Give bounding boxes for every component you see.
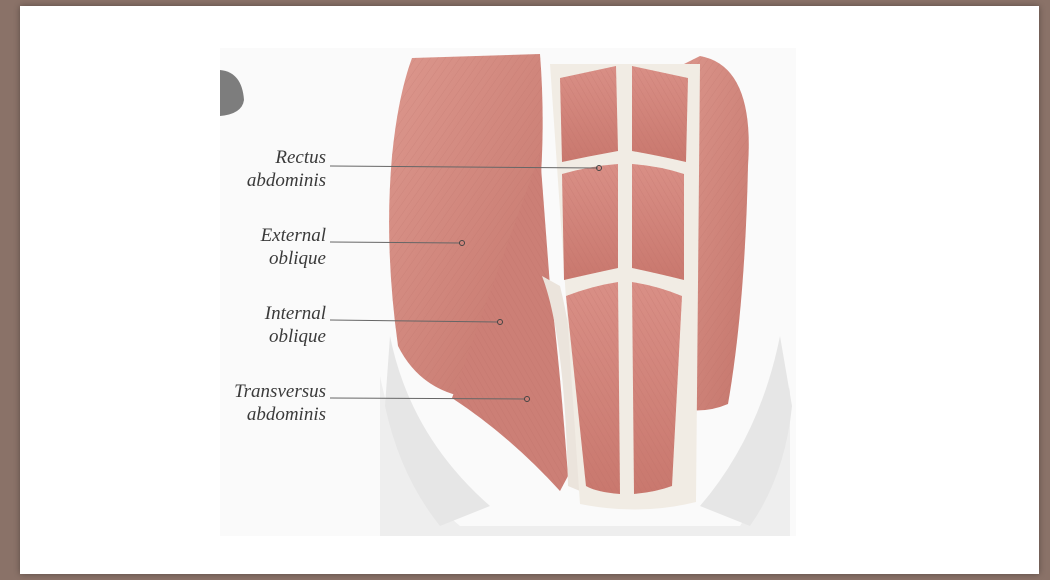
label-line-1: External	[216, 224, 326, 247]
label-line-1: Internal	[216, 302, 326, 325]
slide-panel: Rectus abdominis External oblique Intern…	[20, 6, 1039, 574]
label-line-1: Transversus	[216, 380, 326, 403]
label-external-oblique: External oblique	[216, 224, 326, 270]
label-line-1: Rectus	[216, 146, 326, 169]
label-rectus-abdominis: Rectus abdominis	[216, 146, 326, 192]
abdominal-muscles-illustration	[20, 6, 1039, 574]
label-line-2: oblique	[216, 247, 326, 270]
label-line-2: abdominis	[216, 403, 326, 426]
label-internal-oblique: Internal oblique	[216, 302, 326, 348]
label-transversus-abdominis: Transversus abdominis	[216, 380, 326, 426]
label-line-2: abdominis	[216, 169, 326, 192]
label-line-2: oblique	[216, 325, 326, 348]
